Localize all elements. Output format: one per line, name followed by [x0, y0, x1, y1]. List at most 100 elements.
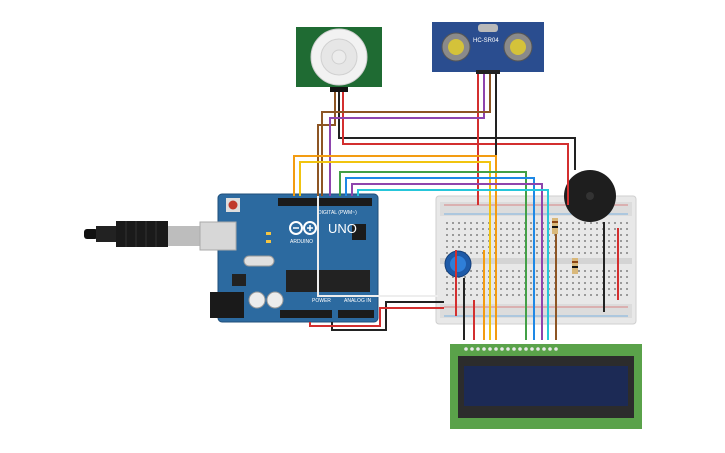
breadboard-hole — [518, 288, 520, 290]
breadboard-hole — [512, 222, 514, 224]
breadboard-hole — [518, 294, 520, 296]
breadboard-hole — [500, 228, 502, 230]
breadboard-hole — [614, 276, 616, 278]
breadboard-hole — [578, 228, 580, 230]
breadboard-hole — [608, 282, 610, 284]
breadboard-hole — [578, 240, 580, 242]
breadboard-hole — [566, 288, 568, 290]
breadboard-hole — [518, 222, 520, 224]
breadboard-hole — [476, 228, 478, 230]
lcd-pin — [518, 347, 522, 351]
breadboard-hole — [506, 222, 508, 224]
breadboard-hole — [536, 222, 538, 224]
breadboard-hole — [620, 252, 622, 254]
wires — [293, 74, 619, 340]
breadboard-hole — [620, 276, 622, 278]
board-brand-label: ARDUINO — [290, 239, 313, 245]
breadboard-hole — [614, 282, 616, 284]
breadboard-hole — [608, 222, 610, 224]
breadboard-hole — [626, 282, 628, 284]
breadboard-hole — [578, 246, 580, 248]
breadboard-hole — [614, 270, 616, 272]
breadboard-hole — [446, 288, 448, 290]
lcd-pin — [470, 347, 474, 351]
breadboard-hole — [530, 252, 532, 254]
usb-cable — [84, 221, 237, 251]
breadboard-hole — [518, 234, 520, 236]
breadboard-hole — [500, 240, 502, 242]
lcd-pin — [482, 347, 486, 351]
breadboard-hole — [590, 246, 592, 248]
breadboard-hole — [614, 294, 616, 296]
breadboard-hole — [566, 276, 568, 278]
breadboard-hole — [566, 252, 568, 254]
breadboard-hole — [590, 276, 592, 278]
wire-pir-black — [338, 92, 576, 170]
breadboard-hole — [470, 234, 472, 236]
breadboard-hole — [536, 240, 538, 242]
breadboard-hole — [560, 234, 562, 236]
wire-yellow-lcd — [299, 161, 491, 340]
breadboard-hole — [446, 228, 448, 230]
breadboard-hole — [458, 234, 460, 236]
breadboard-hole — [518, 240, 520, 242]
breadboard-hole — [452, 246, 454, 248]
breadboard-hole — [530, 246, 532, 248]
breadboard-hole — [590, 288, 592, 290]
breadboard-hole — [560, 288, 562, 290]
breadboard-hole — [464, 276, 466, 278]
breadboard-hole — [458, 228, 460, 230]
breadboard-hole — [578, 282, 580, 284]
arduino-logo-icon — [289, 221, 317, 235]
breadboard-hole — [578, 222, 580, 224]
breadboard-hole — [476, 270, 478, 272]
breadboard-hole — [614, 240, 616, 242]
breadboard-hole — [596, 228, 598, 230]
breadboard-hole — [572, 240, 574, 242]
wire-purple-lcd — [351, 183, 543, 340]
breadboard-hole — [482, 234, 484, 236]
breadboard-hole — [518, 228, 520, 230]
breadboard-hole — [518, 270, 520, 272]
breadboard-hole — [578, 288, 580, 290]
breadboard-hole — [608, 246, 610, 248]
breadboard-hole — [620, 246, 622, 248]
breadboard-hole — [530, 234, 532, 236]
breadboard-hole — [584, 240, 586, 242]
breadboard-hole — [596, 246, 598, 248]
lcd-pin — [494, 347, 498, 351]
breadboard-hole — [614, 222, 616, 224]
resistor-bottom — [572, 258, 578, 274]
breadboard-hole — [626, 252, 628, 254]
breadboard-hole — [608, 240, 610, 242]
breadboard-hole — [572, 282, 574, 284]
breadboard-hole — [464, 222, 466, 224]
breadboard-hole — [620, 240, 622, 242]
breadboard-hole — [506, 246, 508, 248]
breadboard-hole — [620, 288, 622, 290]
breadboard-hole — [584, 288, 586, 290]
breadboard-hole — [500, 288, 502, 290]
wire-green-lcd — [339, 171, 527, 340]
breadboard-hole — [626, 222, 628, 224]
breadboard-hole — [512, 282, 514, 284]
breadboard-hole — [614, 246, 616, 248]
breadboard-hole — [464, 246, 466, 248]
breadboard-hole — [584, 246, 586, 248]
breadboard-hole — [482, 240, 484, 242]
lcd-pin — [530, 347, 534, 351]
breadboard-hole — [464, 234, 466, 236]
breadboard-hole — [596, 222, 598, 224]
breadboard-hole — [620, 282, 622, 284]
lcd-pin — [476, 347, 480, 351]
breadboard-hole — [506, 234, 508, 236]
lcd-16x2-icon — [450, 344, 642, 429]
breadboard-hole — [614, 234, 616, 236]
breadboard-hole — [590, 294, 592, 296]
breadboard-hole — [608, 276, 610, 278]
lcd-pin — [500, 347, 504, 351]
lcd-pin — [512, 347, 516, 351]
breadboard-hole — [506, 240, 508, 242]
breadboard-hole — [458, 246, 460, 248]
breadboard-hole — [590, 282, 592, 284]
